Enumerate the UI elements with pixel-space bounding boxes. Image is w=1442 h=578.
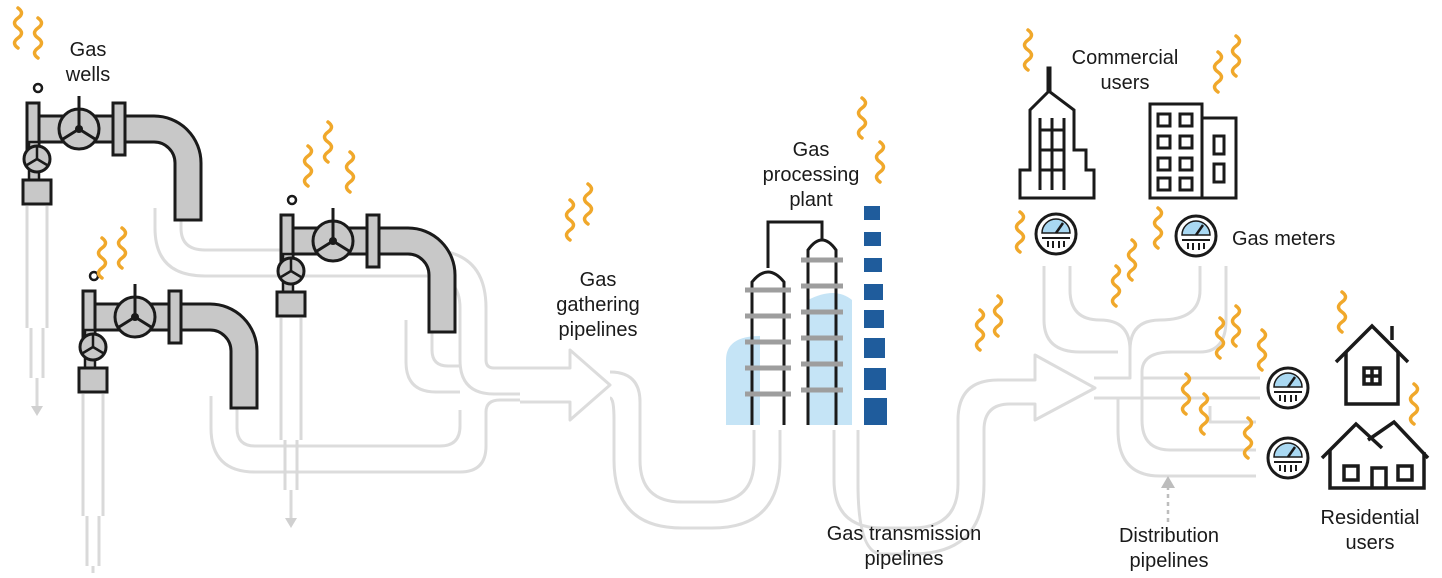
processing-plant-icon <box>726 206 887 425</box>
transmission-pipelines-label: Gas transmission pipelines <box>826 523 982 570</box>
gas-wells-label: Gas wells <box>65 39 111 86</box>
gas-meters-label: Gas meters <box>1232 228 1336 250</box>
residential-users-label: Residential users <box>1320 507 1420 554</box>
gathering-pipelines-label: Gas gathering pipelines <box>556 269 640 341</box>
pipeline-network <box>153 208 1260 556</box>
processing-plant-label: Gas processing plant <box>762 139 860 211</box>
gas-well-2 <box>275 194 457 530</box>
commercial-users-label: Commercial users <box>1071 47 1179 94</box>
gas-well-1 <box>21 82 203 418</box>
distribution-pipelines-label: Distribution pipelines <box>1118 525 1220 572</box>
skyscraper-icon <box>1018 66 1096 200</box>
smokestack-icon <box>864 206 887 425</box>
gas-well-3 <box>77 270 259 578</box>
house-icon <box>1334 323 1410 406</box>
gas-meter-icon <box>1034 212 1310 480</box>
distribution-pointer-arrow <box>1161 476 1175 522</box>
duplex-house-icon <box>1320 419 1430 490</box>
office-building-icon <box>1148 102 1238 200</box>
